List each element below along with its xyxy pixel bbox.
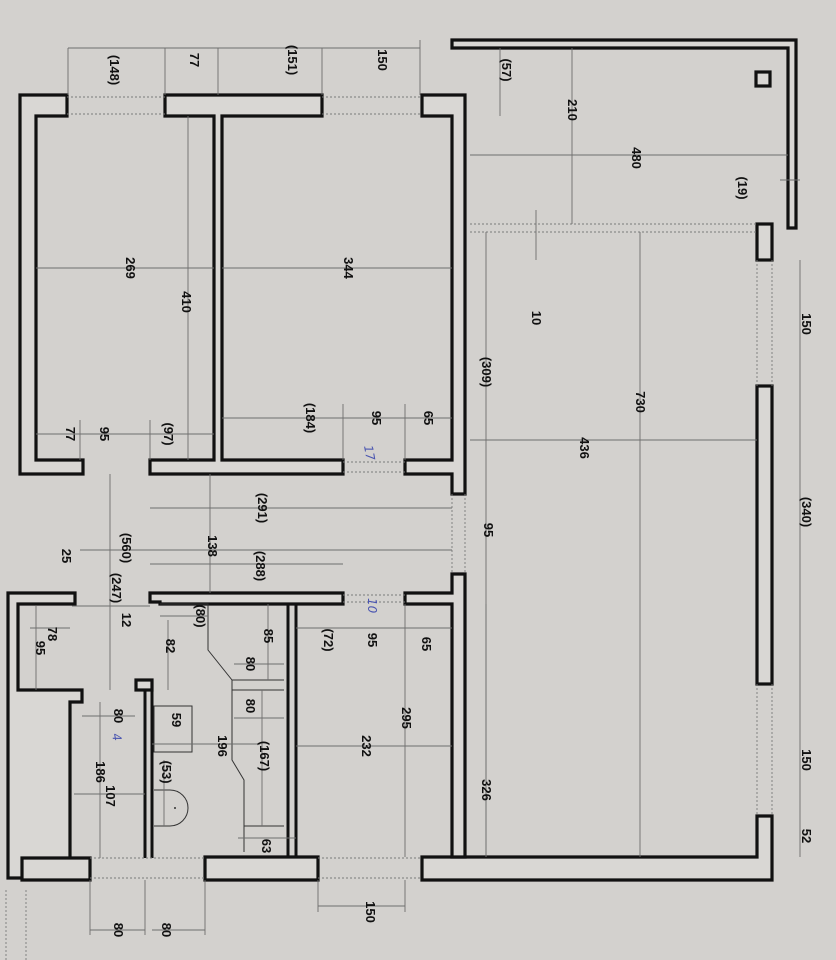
handwritten-note: 10 — [365, 598, 379, 614]
dim-label: (340) — [799, 497, 814, 527]
dim-label: 295 — [399, 707, 414, 729]
dim-label: 730 — [633, 391, 648, 413]
dim-label: 196 — [215, 735, 230, 757]
sink — [153, 705, 193, 753]
wall-room1-outer — [18, 93, 85, 476]
dim-label: (184) — [303, 403, 318, 433]
wall-kitchen-outer — [420, 814, 774, 882]
dim-label: 95 — [369, 411, 384, 425]
dim-label: (148) — [107, 55, 122, 85]
dim-label: 480 — [629, 147, 644, 169]
dim-label: (19) — [735, 176, 750, 199]
dim-label: (247) — [109, 573, 124, 603]
dim-label: 65 — [421, 411, 436, 425]
dim-label: 150 — [375, 49, 390, 71]
wall-hall-lower — [148, 591, 345, 606]
wall-pier-window — [755, 384, 774, 686]
dim-label: (291) — [255, 493, 270, 523]
dim-label: (53) — [159, 760, 174, 783]
dim-label: 95 — [481, 523, 496, 537]
wall-kitchen-left — [403, 572, 467, 859]
dim-label: 82 — [163, 639, 178, 653]
dim-label: 80 — [243, 699, 258, 713]
dim-label: 269 — [123, 257, 138, 279]
wall-wc — [6, 591, 84, 880]
bathroom-fixtures — [153, 603, 284, 852]
dim-label: 10 — [529, 311, 544, 325]
dim-label: 344 — [341, 257, 356, 279]
wall-pier-1 — [755, 222, 774, 262]
dim-label: (97) — [161, 422, 176, 445]
dim-label: 95 — [97, 427, 112, 441]
dim-label: 410 — [179, 291, 194, 313]
dim-label: 150 — [799, 313, 814, 335]
dim-label: 232 — [359, 735, 374, 757]
dim-label: (167) — [257, 741, 272, 771]
dim-label: 78 — [45, 627, 60, 641]
column-square — [754, 70, 772, 88]
dim-label: (309) — [479, 357, 494, 387]
handwritten-note: 17 — [361, 444, 378, 462]
dim-label: 59 — [169, 713, 184, 727]
dim-label: 77 — [63, 427, 78, 441]
dim-label: (57) — [499, 58, 514, 81]
wall-wc-bottom — [20, 856, 92, 882]
dim-label: 150 — [363, 901, 378, 923]
dim-label: 150 — [799, 749, 814, 771]
dim-label: (151) — [285, 45, 300, 75]
wall-wc-bath — [143, 680, 154, 858]
dim-label: 85 — [261, 629, 276, 643]
dim-label: 80 — [111, 709, 126, 723]
dim-label: 77 — [187, 53, 202, 67]
dim-label: 12 — [119, 613, 134, 627]
door-openings — [5, 96, 773, 960]
dimension-lines — [30, 40, 801, 935]
dim-label: 326 — [479, 779, 494, 801]
dim-label: (72) — [321, 628, 336, 651]
dim-label: 80 — [111, 923, 126, 937]
dim-label: 80 — [243, 657, 258, 671]
dim-label: 436 — [577, 437, 592, 459]
wall-stub — [134, 678, 154, 692]
dim-label: 186 — [93, 761, 108, 783]
dim-label: 210 — [565, 99, 580, 121]
dim-label: 138 — [205, 535, 220, 557]
wall-bath-bottom — [203, 855, 320, 882]
wall-room-divider — [148, 93, 345, 476]
dim-label: 25 — [59, 549, 74, 563]
wall-room2-right — [403, 93, 467, 496]
dim-label: 65 — [419, 637, 434, 651]
dim-label: (560) — [119, 533, 134, 563]
dim-label: (80) — [193, 604, 208, 627]
balcony-railing — [450, 38, 798, 230]
handwritten-notes: 17 10 4 — [109, 444, 379, 742]
dim-label: 63 — [259, 839, 274, 853]
dim-label: 80 — [159, 923, 174, 937]
wall-bath-kitchen — [286, 604, 298, 857]
dim-label: (288) — [253, 551, 268, 581]
dim-label: 95 — [365, 633, 380, 647]
dim-label: 52 — [799, 829, 814, 843]
dim-label: 95 — [33, 641, 48, 655]
dimension-labels: (148) 77 (151) 150 (57) 210 480 (19) 10 … — [33, 45, 814, 937]
dim-label: 107 — [103, 785, 118, 807]
handwritten-note: 4 — [109, 732, 124, 742]
walls — [6, 38, 798, 882]
toilet-icon — [154, 789, 189, 827]
